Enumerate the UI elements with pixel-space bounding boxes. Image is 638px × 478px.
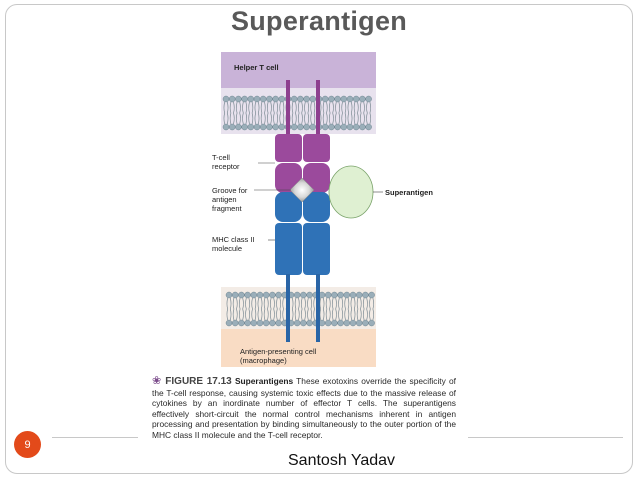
page-number-badge: 9: [14, 431, 41, 458]
slide-title: Superantigen: [230, 6, 408, 36]
tcr-label-line2: receptor: [212, 162, 240, 171]
mhc-label-line2: molecule: [212, 244, 242, 253]
tcr-stalk-left: [286, 80, 290, 136]
groove-label-line1: Groove for: [212, 186, 248, 195]
superantigen-shape: [328, 165, 374, 219]
mhc-label-line1: MHC class II: [212, 235, 255, 244]
antigen-presenting-cell-region: [221, 329, 376, 367]
figure-icon: ❀: [152, 375, 163, 387]
figure-caption: ❀ FIGURE 17.13 Superantigens These exoto…: [152, 376, 456, 441]
groove-label-line3: fragment: [212, 204, 243, 213]
t-cell-receptor: [275, 134, 330, 193]
helper-t-cell-region: [221, 52, 376, 92]
superantigen-label: Superantigen: [385, 188, 433, 197]
figure-number: FIGURE 17.13: [165, 376, 232, 387]
tcr-stalk-right: [316, 80, 320, 136]
apc-label-line2: (macrophage): [240, 356, 287, 365]
footer-divider-right: [468, 437, 623, 438]
mhc-class-ii-molecule: [275, 192, 330, 342]
author-name: Santosh Yadav: [288, 452, 396, 469]
apc-label-line1: Antigen-presenting cell: [240, 347, 317, 356]
antigen-groove: [289, 177, 315, 203]
tcr-label-line1: T-cell: [212, 153, 230, 162]
helper-t-cell-label: Helper T cell: [234, 63, 279, 72]
figure-title: Superantigens: [234, 376, 294, 386]
caption-text: These exotoxins override the specificity…: [152, 376, 456, 440]
groove-label-line2: antigen: [212, 195, 237, 204]
footer-divider-left: [52, 437, 138, 438]
